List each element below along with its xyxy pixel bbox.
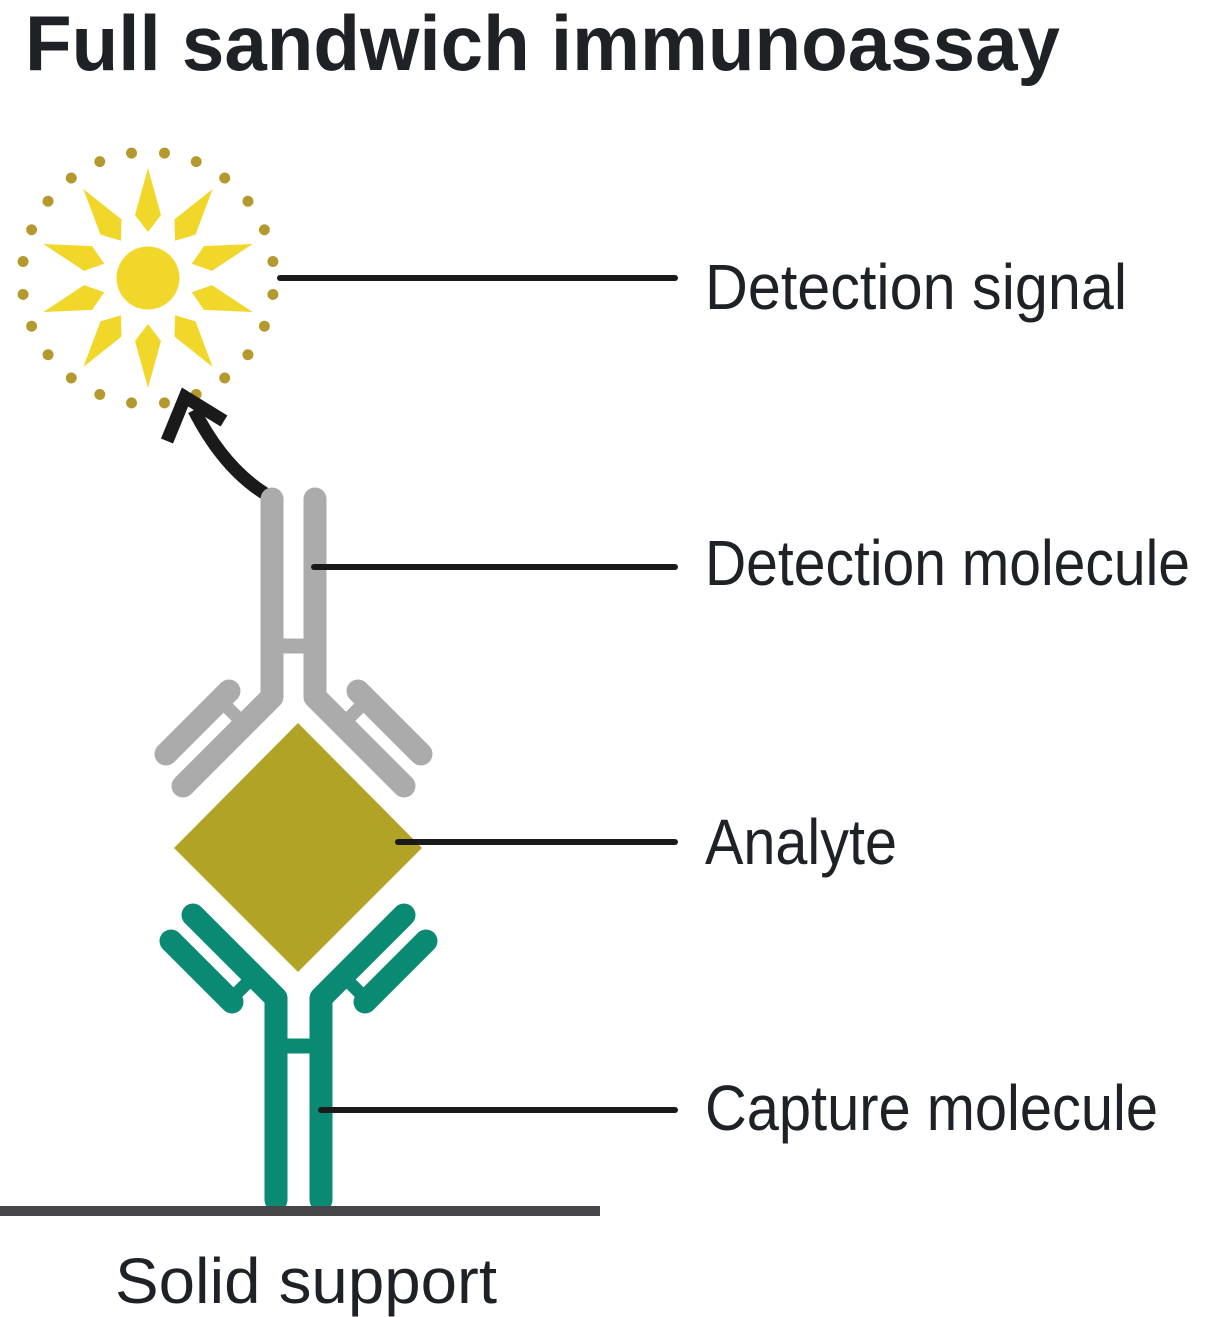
- sun-rays: [43, 168, 253, 388]
- page-title: Full sandwich immunoassay: [25, 0, 1060, 87]
- teal-chain-link-right: [337, 970, 371, 1004]
- sun-dot: [94, 388, 106, 400]
- gray-chain-link-right: [336, 697, 370, 731]
- sun-ray: [174, 189, 213, 241]
- sun-dot: [126, 397, 138, 409]
- teal-heavy-chain-right: [309, 903, 416, 1212]
- sun-dot: [158, 147, 170, 159]
- sun-ray: [43, 285, 105, 312]
- sun-ray: [135, 168, 161, 232]
- sun-burst-icon: [17, 147, 279, 409]
- teal-heavy-chain-left: [181, 903, 288, 1212]
- sun-ray: [191, 244, 253, 271]
- gray-light-chain-left: [154, 679, 241, 766]
- label-solid-support: Solid support: [115, 1245, 497, 1317]
- sun-dot: [219, 172, 231, 184]
- gray-heavy-chain-left: [171, 487, 284, 798]
- sun-dot: [258, 224, 270, 236]
- teal-chain-link-left: [226, 970, 260, 1004]
- sun-dot: [17, 256, 29, 268]
- sun-dot: [242, 349, 254, 361]
- sun-ray: [191, 285, 253, 312]
- sun-dot: [42, 195, 54, 207]
- sun-dot: [267, 288, 279, 300]
- sun-dot: [267, 256, 279, 268]
- signal-arrow-head: [160, 387, 228, 444]
- sun-dot: [65, 172, 77, 184]
- label-detection-signal: Detection signal: [705, 251, 1127, 323]
- diamond-icon: [174, 723, 422, 972]
- sun-dot: [219, 372, 231, 384]
- sun-ray: [135, 324, 161, 388]
- signal-arrow-curve: [188, 407, 283, 508]
- sun-dot: [26, 224, 38, 236]
- sun-dot: [94, 156, 106, 168]
- label-connectors: [277, 275, 678, 1113]
- sun-dot: [158, 397, 170, 409]
- sun-ray: [83, 189, 122, 241]
- teal-light-chain-left: [159, 929, 244, 1014]
- antibody-y-icon: [159, 903, 438, 1212]
- sun-dot: [17, 288, 29, 300]
- gray-heavy-chain-right: [303, 487, 416, 798]
- gray-light-chain-right: [346, 679, 433, 766]
- sun-core-circle: [116, 246, 180, 310]
- gray-chain-link-left: [217, 697, 251, 731]
- sun-ray: [43, 244, 105, 271]
- sun-dot: [126, 147, 138, 159]
- sun-dot-ring: [17, 147, 279, 409]
- sun-ray: [174, 315, 213, 367]
- sun-dot: [258, 320, 270, 332]
- teal-light-chain-right: [353, 929, 438, 1014]
- sun-dot: [65, 372, 77, 384]
- signal-arrow: [160, 387, 283, 508]
- label-detection-molecule: Detection molecule: [705, 527, 1190, 599]
- sun-dot: [26, 320, 38, 332]
- label-capture-molecule: Capture molecule: [705, 1072, 1158, 1144]
- label-analyte: Analyte: [705, 806, 897, 878]
- sun-ray: [83, 315, 122, 367]
- sun-dot: [242, 195, 254, 207]
- sun-dot: [190, 156, 202, 168]
- sun-dot: [42, 349, 54, 361]
